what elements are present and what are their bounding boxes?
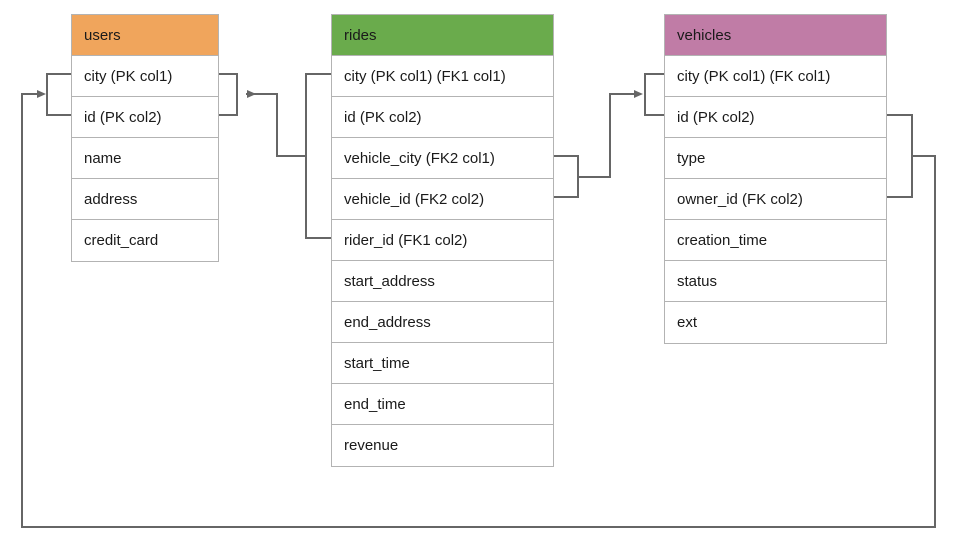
field-users-name: name: [72, 138, 218, 179]
field-users-credit-card: credit_card: [84, 232, 159, 249]
entity-users[interactable]: users city (PK col1) id (PK col2) name a…: [71, 14, 219, 262]
field-rides-id: id (PK col2): [332, 97, 553, 138]
field-vehicles-status: status: [665, 261, 886, 302]
field-rides-vehicle-id: vehicle_id (FK2 col2): [332, 179, 553, 220]
field-vehicles-ext: ext: [677, 314, 698, 331]
field-vehicles-id: id (PK col2): [665, 97, 886, 138]
field-users-city: city (PK col1): [72, 56, 218, 97]
field-vehicles-type: type: [665, 138, 886, 179]
field-rides-revenue: revenue: [344, 437, 399, 454]
edge-rides-to-users: [218, 73, 332, 239]
entity-rides[interactable]: rides city (PK col1) (FK1 col1) id (PK c…: [331, 14, 554, 467]
entity-users-header: users: [72, 15, 218, 56]
field-vehicles-city: city (PK col1) (FK col1): [665, 56, 886, 97]
entity-vehicles-header: vehicles: [665, 15, 886, 56]
field-rides-end-time: end_time: [332, 384, 553, 425]
field-rides-rider-id: rider_id (FK1 col2): [332, 220, 553, 261]
edge-rides-to-vehicles: [553, 73, 665, 198]
entity-vehicles[interactable]: vehicles city (PK col1) (FK col1) id (PK…: [664, 14, 887, 344]
field-rides-city: city (PK col1) (FK1 col1): [332, 56, 553, 97]
field-users-address: address: [72, 179, 218, 220]
field-vehicles-creation-time: creation_time: [665, 220, 886, 261]
field-vehicles-owner-id: owner_id (FK col2): [665, 179, 886, 220]
field-rides-vehicle-city: vehicle_city (FK2 col1): [332, 138, 553, 179]
field-rides-end-address: end_address: [332, 302, 553, 343]
field-users-id: id (PK col2): [72, 97, 218, 138]
field-rides-start-time: start_time: [332, 343, 553, 384]
field-rides-start-address: start_address: [332, 261, 553, 302]
entity-rides-header: rides: [332, 15, 553, 56]
